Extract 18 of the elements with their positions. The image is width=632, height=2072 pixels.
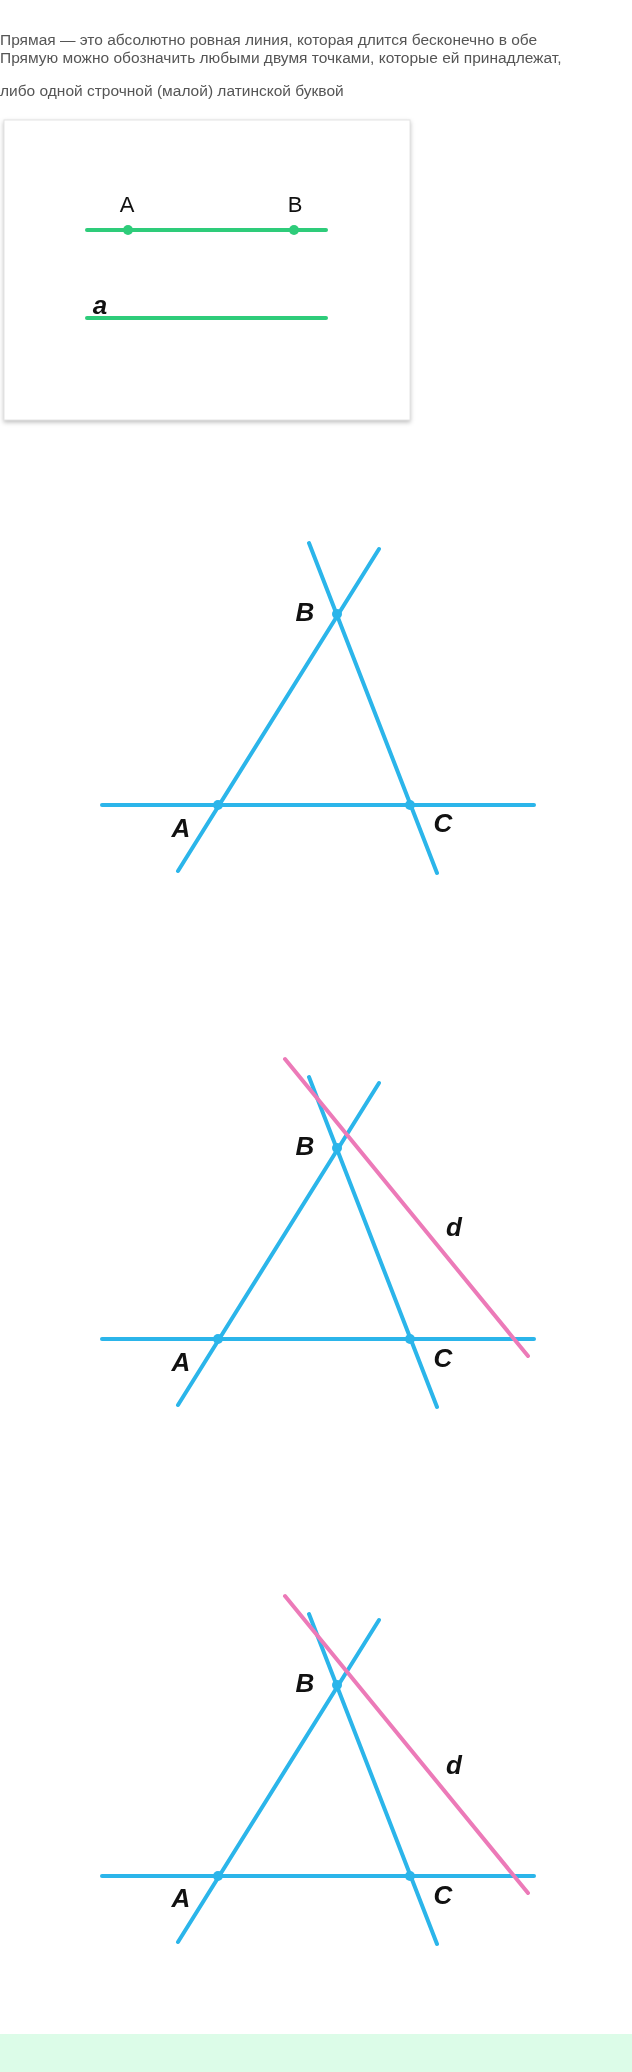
- line-label: a: [92, 293, 108, 317]
- point-label: B: [287, 193, 303, 217]
- bottom-band: [0, 2034, 632, 2072]
- body-text: Прямая — это абсолютно ровная линия, которая длится бесконечно в обе: [0, 31, 538, 49]
- point-label: A: [171, 1350, 191, 1374]
- line-label: d: [446, 1753, 462, 1777]
- point-label: B: [295, 1671, 315, 1695]
- body-text: либо одной строчной (малой) латинской буквой: [0, 82, 344, 100]
- point-label: B: [295, 1134, 315, 1158]
- point-label: C: [433, 1883, 453, 1907]
- point-label: A: [119, 193, 135, 217]
- point-label: C: [433, 811, 453, 835]
- body-text: Прямую можно обозначить любыми двумя точками, которые ей принадлежат,: [0, 49, 562, 67]
- line-label: d: [446, 1215, 462, 1239]
- point-label: A: [171, 1886, 191, 1910]
- point-label: B: [295, 600, 315, 624]
- point-label: C: [433, 1346, 453, 1370]
- point-label: A: [171, 816, 191, 840]
